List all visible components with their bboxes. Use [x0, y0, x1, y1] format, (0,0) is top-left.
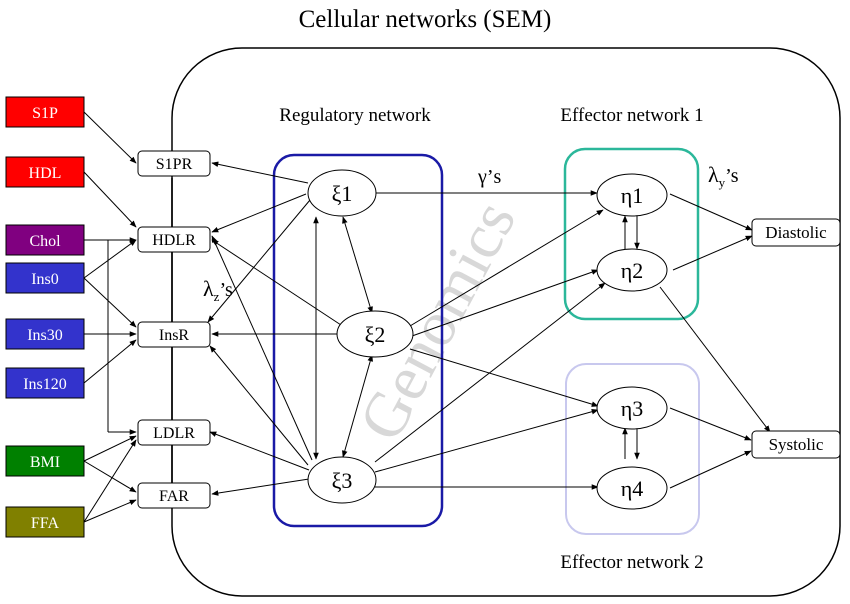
input-label-ins0: Ins0 [31, 271, 59, 288]
input-label-ins30: Ins30 [27, 327, 63, 344]
diagram-title: Cellular networks (SEM) [299, 6, 552, 33]
eta-node-1: η1 [596, 173, 668, 217]
receptor-nodes: S1PR HDLR InsR LDLR FAR [137, 150, 211, 509]
input-node-hdl: HDL [5, 156, 85, 188]
output-node-systolic: Systolic [751, 430, 841, 459]
input-label-ffa: FFA [31, 515, 60, 532]
input-node-ins30: Ins30 [5, 318, 85, 350]
input-edges [83, 111, 137, 523]
eta-label-2: η2 [621, 258, 644, 283]
output-nodes: Diastolic Systolic [751, 218, 841, 459]
output-node-diastolic: Diastolic [751, 218, 841, 247]
xi-node-3: ξ3 [307, 456, 377, 504]
input-label-ins120: Ins120 [23, 376, 67, 393]
regulatory-network-label: Regulatory network [279, 105, 431, 126]
eta-label-4: η4 [621, 476, 644, 501]
receptor-label-ldlr: LDLR [153, 425, 195, 442]
output-label-diastolic: Diastolic [765, 223, 827, 242]
input-nodes: S1P HDL Chol Ins0 Ins30 Ins120 BMI FFA [5, 96, 85, 538]
input-label-s1p: S1P [32, 105, 58, 122]
input-label-hdl: HDL [29, 165, 62, 182]
receptor-node-hdlr: HDLR [137, 226, 211, 253]
xi-node-2: ξ2 [336, 310, 414, 358]
output-label-systolic: Systolic [769, 435, 824, 454]
effector-to-output-edges [659, 193, 771, 489]
xi-label-2: ξ2 [365, 322, 386, 347]
effector-network-2-label: Effector network 2 [560, 552, 703, 573]
eta-node-3: η3 [596, 386, 668, 430]
effector-internal-edges [622, 215, 640, 460]
gamma-label: γ’s [477, 166, 501, 188]
receptor-node-far: FAR [137, 482, 211, 509]
effector-network-1-box [563, 147, 700, 321]
regulatory-to-receptor-edges [207, 161, 342, 496]
eta-label-1: η1 [621, 183, 644, 208]
regulatory-to-effector-edges [374, 190, 606, 490]
xi-label-1: ξ1 [332, 181, 353, 206]
xi-node-1: ξ1 [307, 169, 377, 217]
input-node-chol: Chol [5, 224, 85, 256]
receptor-node-s1pr: S1PR [137, 150, 211, 177]
receptor-label-s1pr: S1PR [156, 156, 193, 173]
input-label-bmi: BMI [30, 454, 60, 471]
input-node-ins120: Ins120 [5, 367, 85, 399]
receptor-node-ldlr: LDLR [137, 419, 211, 446]
lambda-z-label: λz’s [203, 276, 233, 304]
lambda-y-label: λy’s [708, 162, 739, 190]
input-node-s1p: S1P [5, 96, 85, 128]
eta-label-3: η3 [621, 396, 644, 421]
input-node-ins0: Ins0 [5, 262, 85, 294]
regulatory-internal-edges [313, 216, 373, 460]
eta-node-2: η2 [596, 248, 668, 292]
regulatory-network-box [272, 153, 444, 528]
input-node-bmi: BMI [5, 445, 85, 477]
receptor-node-insr: InsR [137, 321, 211, 348]
receptor-label-hdlr: HDLR [152, 232, 196, 249]
receptor-label-insr: InsR [159, 327, 190, 344]
effector-network-1-label: Effector network 1 [560, 105, 703, 126]
xi-label-3: ξ3 [332, 468, 353, 493]
receptor-label-far: FAR [159, 488, 189, 505]
effector-network-2-box [565, 363, 700, 535]
cell-boundary [171, 47, 841, 597]
eta-node-4: η4 [596, 466, 668, 510]
input-node-ffa: FFA [5, 506, 85, 538]
regulatory-nodes: ξ1 ξ2 ξ3 [307, 169, 414, 504]
effector-nodes: η1 η2 η3 η4 [596, 173, 668, 510]
input-label-chol: Chol [29, 233, 61, 250]
